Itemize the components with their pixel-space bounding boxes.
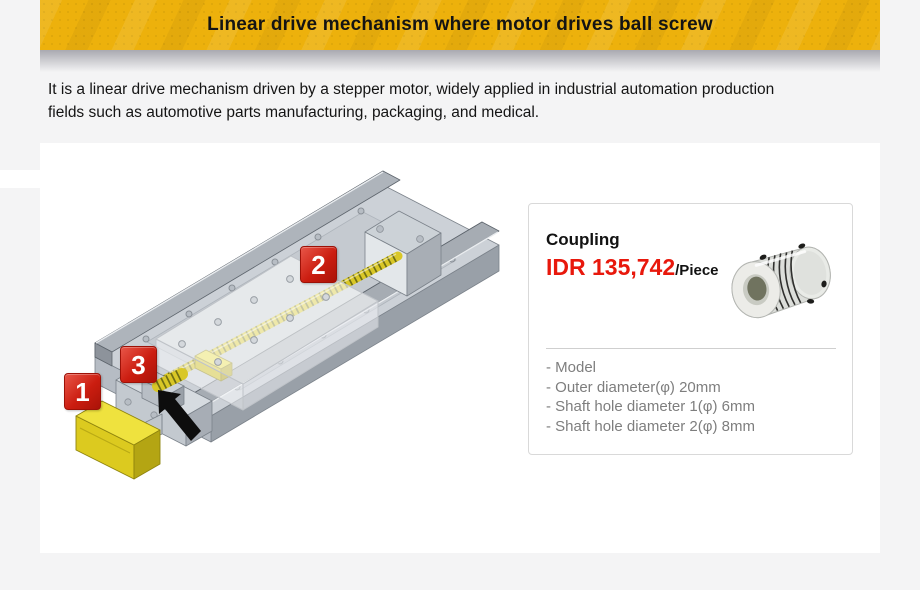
carriage-ghost xyxy=(155,255,379,411)
card-divider xyxy=(546,348,836,349)
banner-shadow xyxy=(40,50,880,72)
marker-1: 1 xyxy=(64,373,101,410)
left-rail xyxy=(94,170,401,367)
spec-shaft-hole-1: - Shaft hole diameter 1(φ) 6mm xyxy=(546,398,755,415)
linear-stage-drawing xyxy=(75,170,500,480)
linear-stage-illustration: 1 2 3 xyxy=(58,170,518,484)
spec-outer-diameter: - Outer diameter(φ) 20mm xyxy=(546,378,721,396)
product-price: IDR 135,742 xyxy=(546,254,676,280)
product-name: Coupling xyxy=(546,230,620,249)
coupling-product-image xyxy=(723,229,836,333)
motor-shape xyxy=(75,400,163,480)
price-row: IDR 135,742/Piece xyxy=(546,254,719,281)
page-title: Linear drive mechanism where motor drive… xyxy=(207,14,713,35)
product-card[interactable]: Coupling IDR 135,742/Piece xyxy=(528,203,853,455)
spec-list: - Model - Outer diameter(φ) 20mm - Shaft… xyxy=(546,358,755,436)
left-decoration-strip xyxy=(0,170,40,188)
banner: Linear drive mechanism where motor drive… xyxy=(40,0,880,50)
spec-model: - Model xyxy=(546,359,597,376)
marker-2: 2 xyxy=(300,246,337,283)
spec-shaft-hole-2: - Shaft hole diameter 2(φ) 8mm xyxy=(546,417,755,435)
price-unit: /Piece xyxy=(675,262,719,279)
cursor-arrow-icon xyxy=(158,390,201,441)
description-text: It is a linear drive mechanism driven by… xyxy=(48,81,775,121)
marker-3: 3 xyxy=(120,346,157,383)
coupling-shape xyxy=(152,368,188,392)
content-panel: 1 2 3 Coupling IDR 135,742/Piece xyxy=(40,143,880,553)
